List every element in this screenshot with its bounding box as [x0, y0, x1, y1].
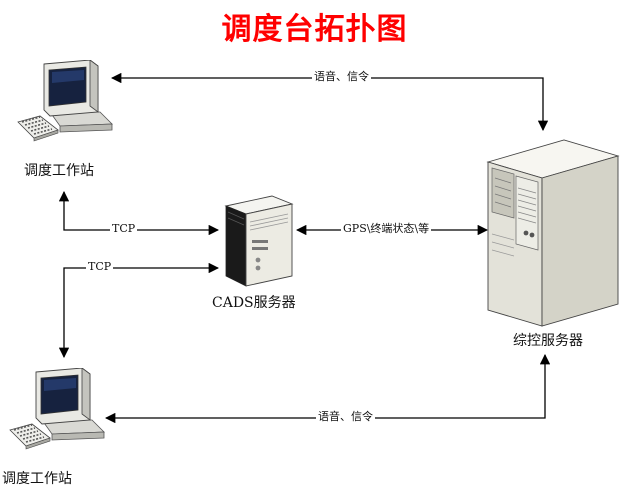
- workstation-bottom-label: 调度工作站: [2, 471, 72, 487]
- edge-label-bottom-voice: 语音、信令: [316, 410, 375, 424]
- desktop-computer-icon: [9, 368, 105, 450]
- edge-label-tcp-bottom: TCP: [86, 260, 114, 274]
- cads-server-label: CADS服务器: [212, 295, 296, 311]
- edge-top-voice: [110, 72, 549, 132]
- desktop-computer-icon: [17, 60, 113, 142]
- tower-server-icon: [224, 195, 294, 287]
- workstation-top-label: 调度工作站: [24, 163, 94, 179]
- edge-tcp-top: [58, 190, 220, 236]
- edge-label-tcp-top: TCP: [110, 222, 138, 236]
- integrated-server-label: 综控服务器: [513, 333, 583, 349]
- rack-server-icon: [486, 139, 620, 327]
- edge-bottom-voice: [104, 353, 551, 424]
- edge-tcp-bottom: [58, 262, 220, 359]
- diagram-title: 调度台拓扑图: [221, 12, 408, 47]
- edge-label-gps: GPS\终端状态\等: [341, 222, 432, 236]
- edge-label-top-voice: 语音、信令: [312, 70, 371, 84]
